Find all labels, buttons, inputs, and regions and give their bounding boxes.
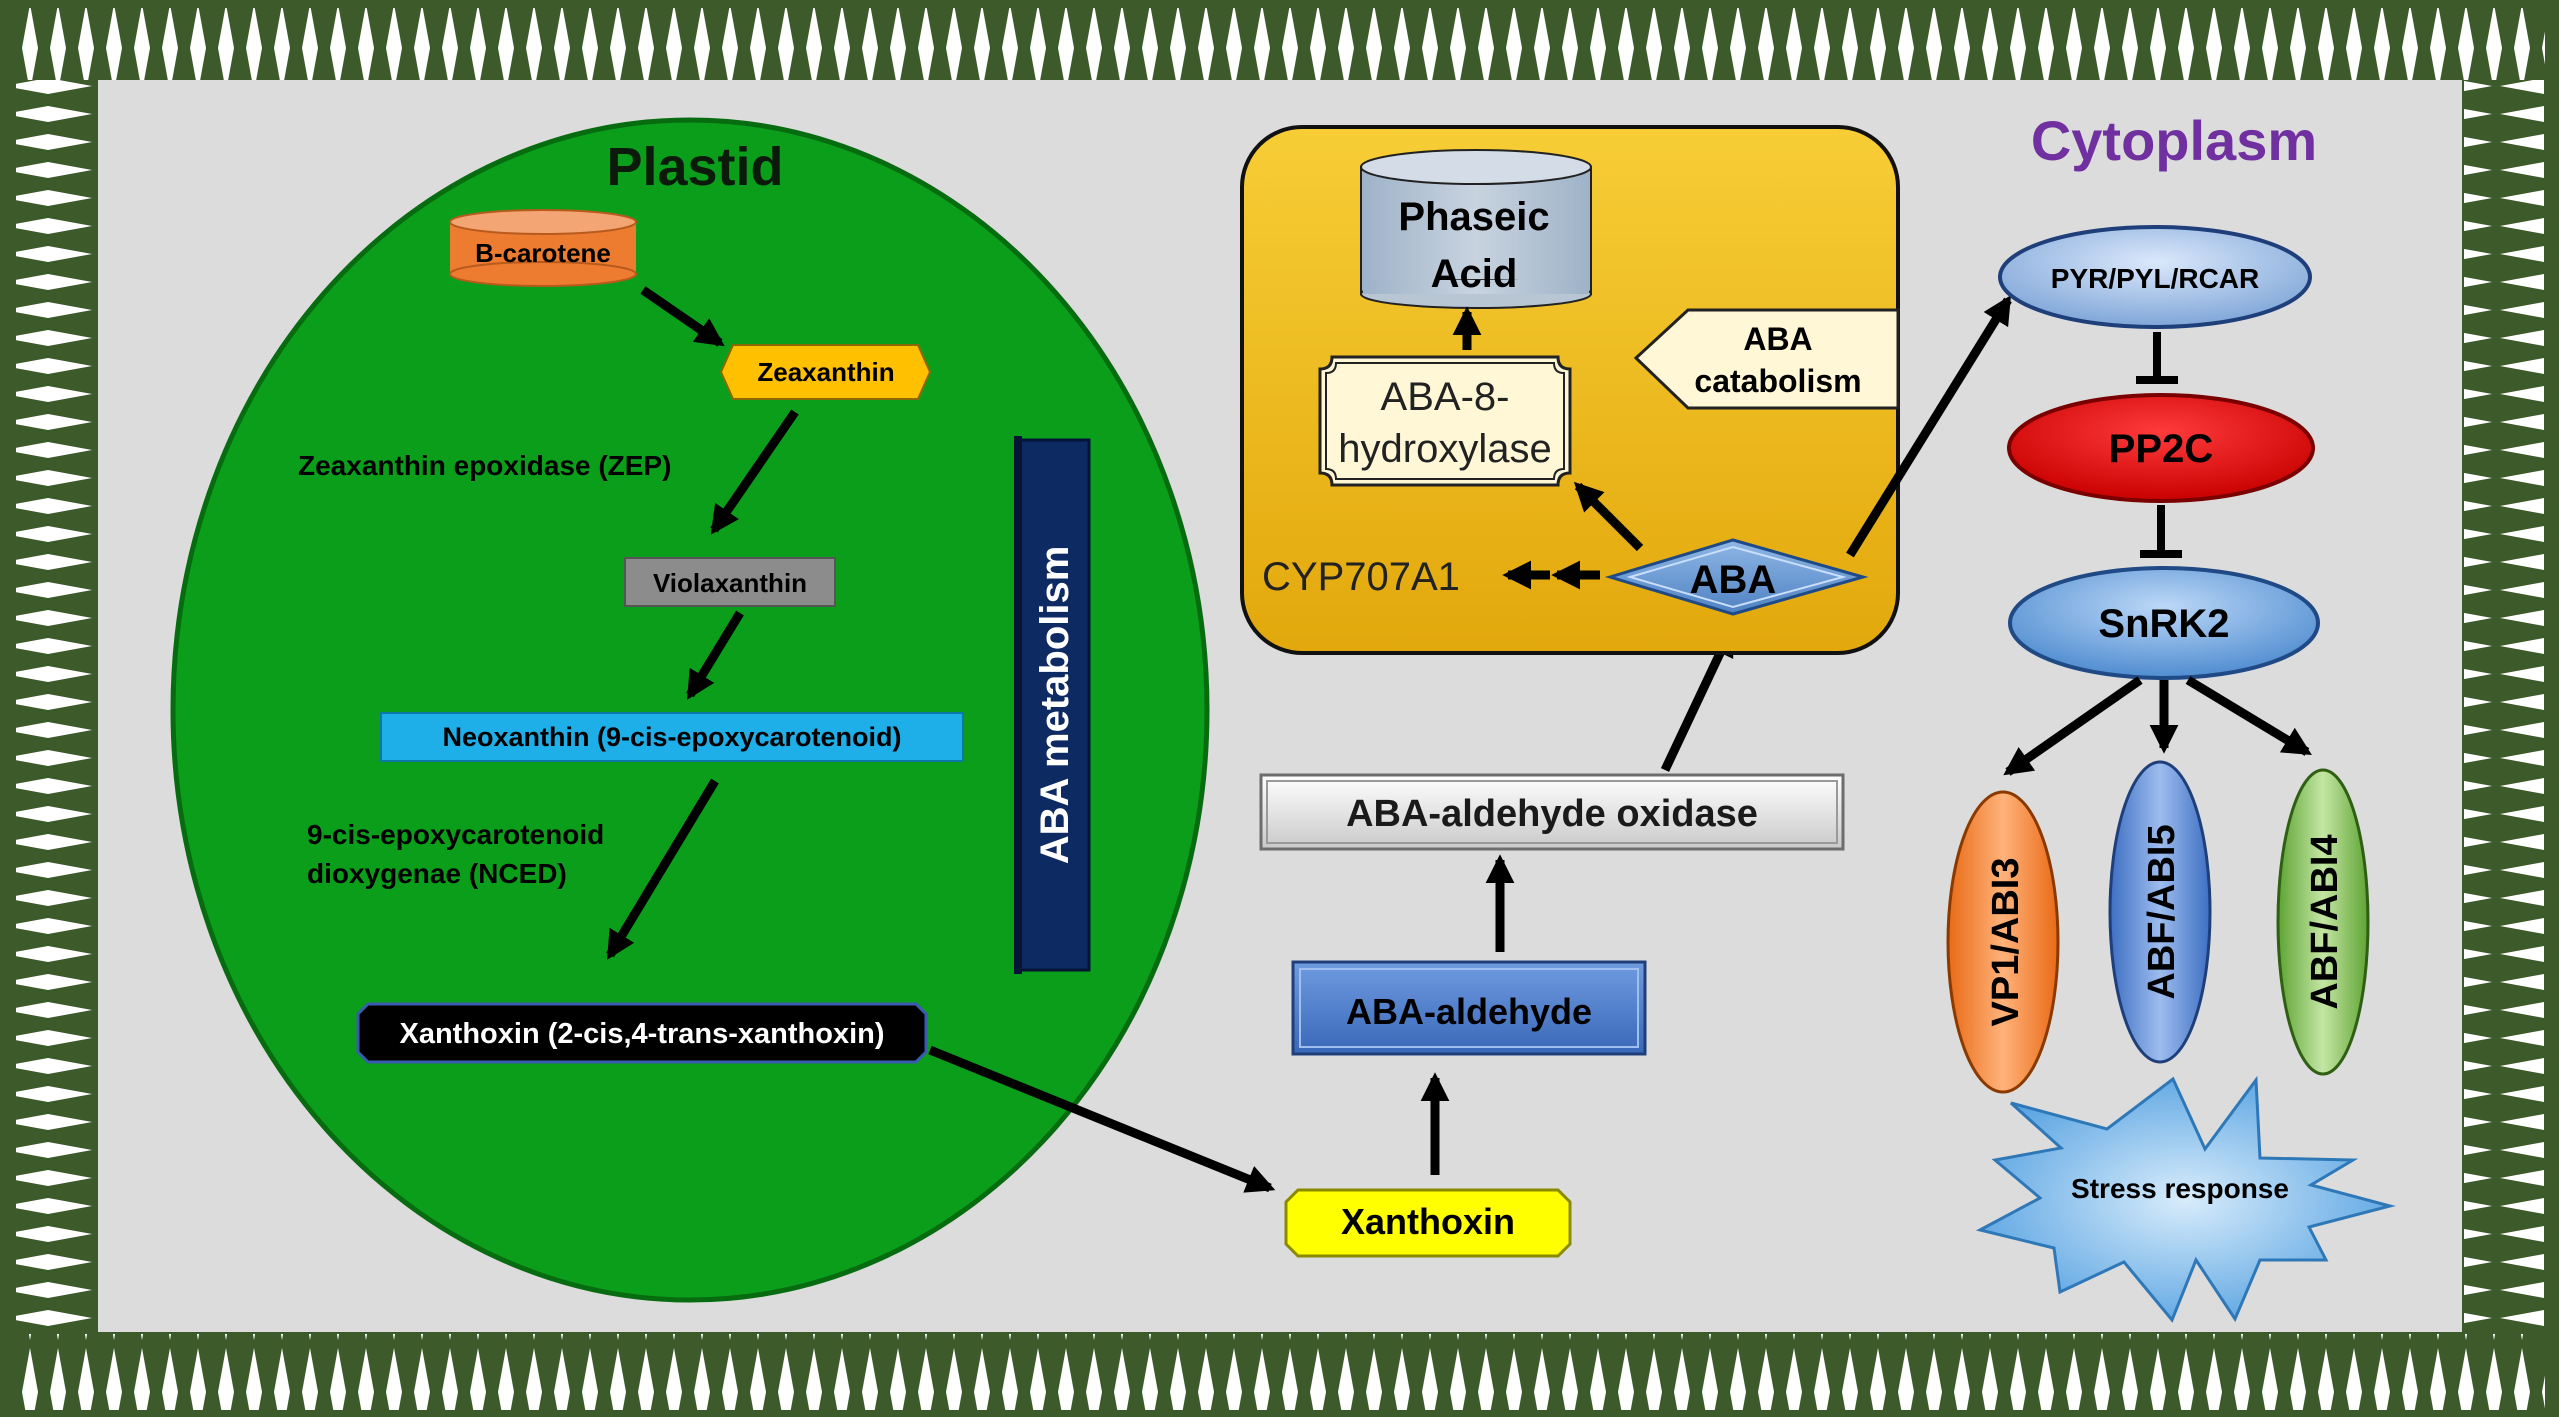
arrow-bcarotene-zeaxanthin (640, 286, 725, 347)
phaseic-acid-line2: Acid (1431, 252, 1518, 296)
xanthoxin-label: Xanthoxin (1341, 1201, 1515, 1242)
receptor-node: PYR/PYL/RCAR (1998, 225, 2312, 329)
aba-8-hydroxylase-line2: hydroxylase (1338, 427, 1551, 471)
plastid-title: Plastid (606, 137, 783, 197)
xanthoxin-node: Xanthoxin (1284, 1188, 1572, 1258)
vp1-abi3-label: VP1/ABI3 (1985, 858, 2027, 1027)
b-carotene-label: B-carotene (475, 238, 611, 268)
arrow-violaxanthin-neoxanthin (686, 610, 744, 700)
arrow-zeaxanthin-violaxanthin (710, 409, 799, 535)
stress-response-node: Stress response (1975, 1075, 2396, 1323)
arrow-snrk2-abf4 (2185, 676, 2312, 756)
aba-metabolism-banner (1015, 438, 1091, 972)
aba-metabolism-banner-edge (1014, 436, 1022, 974)
border-left (16, 80, 96, 1334)
arrow-neoxanthin-xanthoxin (606, 778, 719, 960)
aba-catabolism-line2: catabolism (1694, 363, 1861, 399)
border-right (2464, 80, 2544, 1334)
zep-enzyme-label: Zeaxanthin epoxidase (ZEP) (298, 450, 671, 481)
phaseic-acid-node: Phaseic Acid (1360, 149, 1592, 309)
zeaxanthin-label: Zeaxanthin (757, 357, 894, 387)
b-carotene-node: B-carotene (449, 209, 637, 287)
arrow-aba-hydroxylase (1573, 481, 1644, 552)
receptor-label: PYR/PYL/RCAR (2051, 263, 2259, 294)
starburst-shape (1975, 1075, 2396, 1323)
xanthoxin-full-label: Xanthoxin (2-cis,4-trans-xanthoxin) (399, 1018, 884, 1050)
arrow-plastid-to-cytosol (928, 1045, 1276, 1193)
arrow-aba-receptor (1846, 295, 2012, 558)
pp2c-label: PP2C (2109, 427, 2214, 471)
border-bottom (14, 1334, 2545, 1410)
violaxanthin-node: Violaxanthin (624, 557, 836, 607)
aba-catabolism-line1: ABA (1743, 321, 1812, 357)
aba-8-hydroxylase-node: ABA-8- hydroxylase (1318, 355, 1572, 487)
snrk2-node: SnRK2 (2008, 566, 2320, 680)
aba-aldehyde-label: ABA-aldehyde (1346, 991, 1592, 1032)
pp2c-node: PP2C (2007, 393, 2315, 503)
abf-abi4-label: ABF/ABI4 (2304, 834, 2346, 1009)
vp1-abi3-node: VP1/ABI3 (1946, 790, 2060, 1094)
aba-node: ABA (1604, 538, 1869, 616)
violaxanthin-label: Violaxanthin (653, 568, 807, 598)
nced-enzyme-line1: 9-cis-epoxycarotenoid (307, 819, 604, 850)
xanthoxin-full-node: Xanthoxin (2-cis,4-trans-xanthoxin) (356, 1002, 928, 1064)
stress-response-label: Stress response (2071, 1173, 2289, 1204)
abf-abi5-node: ABF/ABI5 (2108, 760, 2212, 1064)
aba-metabolism-label: ABA metabolism (1033, 546, 1077, 865)
nced-enzyme-line2: dioxygenae (NCED) (307, 858, 567, 889)
cytoplasm-title: Cytoplasm (2031, 109, 2317, 172)
neoxanthin-node: Neoxanthin (9-cis-epoxycarotenoid) (380, 712, 964, 762)
phaseic-acid-line1: Phaseic (1398, 195, 1549, 239)
aba-aldehyde-node: ABA-aldehyde (1291, 960, 1647, 1056)
abf-abi5-label: ABF/ABI5 (2141, 824, 2183, 999)
aba-label: ABA (1690, 558, 1777, 602)
snrk2-label: SnRK2 (2098, 602, 2229, 646)
aba-8-hydroxylase-line1: ABA-8- (1381, 375, 1510, 419)
aba-aldehyde-oxidase-node: ABA-aldehyde oxidase (1259, 773, 1845, 851)
abf-abi4-node: ABF/ABI4 (2276, 768, 2370, 1076)
aba-catabolism-node: ABA catabolism (1633, 308, 1900, 410)
arrow-snrk2-vp1 (2003, 676, 2143, 776)
cyp707a1-label: CYP707A1 (1262, 555, 1460, 599)
zeaxanthin-node: Zeaxanthin (719, 344, 932, 400)
aba-aldehyde-oxidase-label: ABA-aldehyde oxidase (1346, 793, 1758, 835)
neoxanthin-label: Neoxanthin (9-cis-epoxycarotenoid) (442, 722, 901, 752)
border-top (14, 8, 2545, 80)
